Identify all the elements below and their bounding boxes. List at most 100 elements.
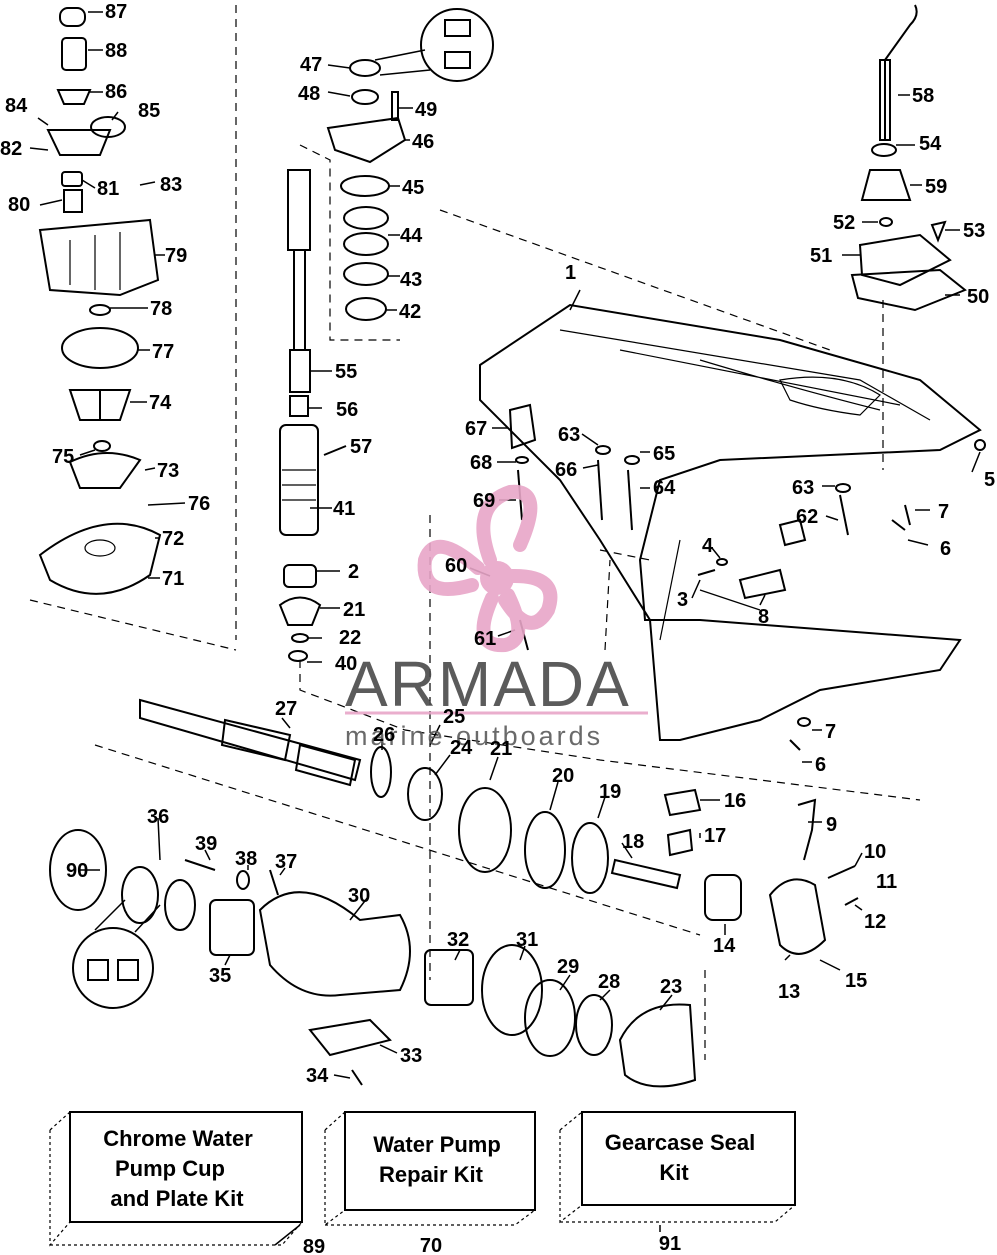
part-44-shim [343,206,389,230]
part-56-shaft [289,395,309,417]
callout-6b: 6 [815,754,826,776]
callout-81: 81 [97,178,119,200]
part-24-clutch-dog [407,767,443,821]
callout-63b: 63 [792,477,814,499]
part-2-bearing [283,564,317,588]
part-39-screw [184,859,216,871]
callout-32: 32 [447,929,469,951]
callout-7b: 7 [825,721,836,743]
part-33-anode [308,1018,392,1057]
part-1-gearcase [479,303,982,741]
part-31-oring [481,944,543,1036]
callout-80: 80 [8,194,30,216]
callout-84: 84 [5,95,28,117]
callout-71: 71 [162,568,184,590]
part-36-seal [121,866,159,924]
callout-7a: 7 [938,501,949,523]
part-57-pin [323,445,347,456]
kit-box-seal: Gearcase Seal Kit 91 [559,1111,796,1255]
callout-40: 40 [335,653,357,675]
kit-box-chrome: Chrome Water Pump Cup and Plate Kit 89 [49,1111,325,1255]
part-53-screw [930,220,947,243]
part-16-detent [663,788,702,817]
callout-50: 50 [967,286,989,308]
callout-2: 2 [348,561,359,583]
kit-seal-line-1: Gearcase Seal [605,1130,755,1155]
part-51-housing [858,233,952,287]
part-87-cap [59,7,86,27]
callout-60: 60 [445,555,467,577]
part-46-retainer [326,116,407,164]
callout-53: 53 [963,220,985,242]
part-21b-gear [458,787,512,873]
callout-3: 3 [677,589,688,611]
callout-78: 78 [150,298,172,320]
callout-68: 68 [470,452,492,474]
callout-29: 29 [557,956,579,978]
callout-41: 41 [333,498,355,520]
shift-linkage-parts [508,403,986,751]
part-20-washer [524,811,566,889]
callout-54: 54 [919,133,942,155]
callout-45: 45 [402,177,424,199]
shift-rod-assembly [850,4,967,312]
part-10-pin [827,865,856,879]
propeller-shaft-row [139,698,859,955]
kit-waterpump-number: 70 [420,1235,442,1255]
part-73-gasket [68,451,142,489]
callout-59: 59 [925,176,947,198]
part-38-washer [236,870,250,890]
callout-43: 43 [400,269,422,291]
callout-36: 36 [147,806,169,828]
part-65-washer [624,455,640,465]
callout-26: 26 [373,724,395,746]
callout-72: 72 [162,528,184,550]
callout-34: 34 [306,1065,329,1087]
part-27-prop-shaft [139,698,362,782]
part-64-screw [627,469,633,531]
callout-21a: 21 [343,599,365,621]
part-75-key [93,440,111,452]
callout-labels: 87 88 86 84 85 82 81 83 80 79 78 77 74 7… [0,1,995,1087]
callout-28: 28 [598,971,620,993]
part-63-washer [595,445,611,455]
part-74-impeller [68,389,132,421]
propeller-logo-icon [417,484,558,653]
part-8-link [738,568,787,600]
callout-61: 61 [474,628,496,650]
part-62-screw [839,494,849,536]
callout-83: 83 [160,174,182,196]
part-37-tab [269,869,279,896]
callout-9: 9 [826,814,837,836]
callout-44: 44 [400,225,423,247]
part-3-pin [697,569,716,576]
callout-38: 38 [235,848,257,870]
callout-24: 24 [450,737,473,759]
kit-box-water-pump: Water Pump Repair Kit 70 [324,1111,536,1255]
callout-14: 14 [713,935,736,957]
part-28-washer [575,994,613,1056]
kit-seal-number: 91 [659,1233,681,1255]
part-58-shift-rod [884,4,918,140]
callout-69: 69 [473,490,495,512]
seal-detail-circle-top [420,8,494,82]
part-48-seal [351,89,379,105]
callout-16: 16 [724,790,746,812]
armada-watermark: ARMADA marine outboards [345,484,648,751]
callout-74: 74 [149,392,172,414]
callout-66: 66 [555,459,577,481]
callout-64: 64 [653,477,676,499]
callout-39: 39 [195,833,217,855]
callout-65: 65 [653,443,675,465]
part-30-bearing-housing [258,891,411,997]
callout-5: 5 [984,469,995,491]
kit-seal-line-2: Kit [659,1160,689,1185]
part-12-screw [844,897,859,906]
part-90-gasket [49,829,107,911]
callout-22: 22 [339,627,361,649]
part-17-cradle [666,828,694,857]
part-81-seal [61,171,83,187]
callout-67: 67 [465,418,487,440]
callout-18: 18 [622,831,644,853]
